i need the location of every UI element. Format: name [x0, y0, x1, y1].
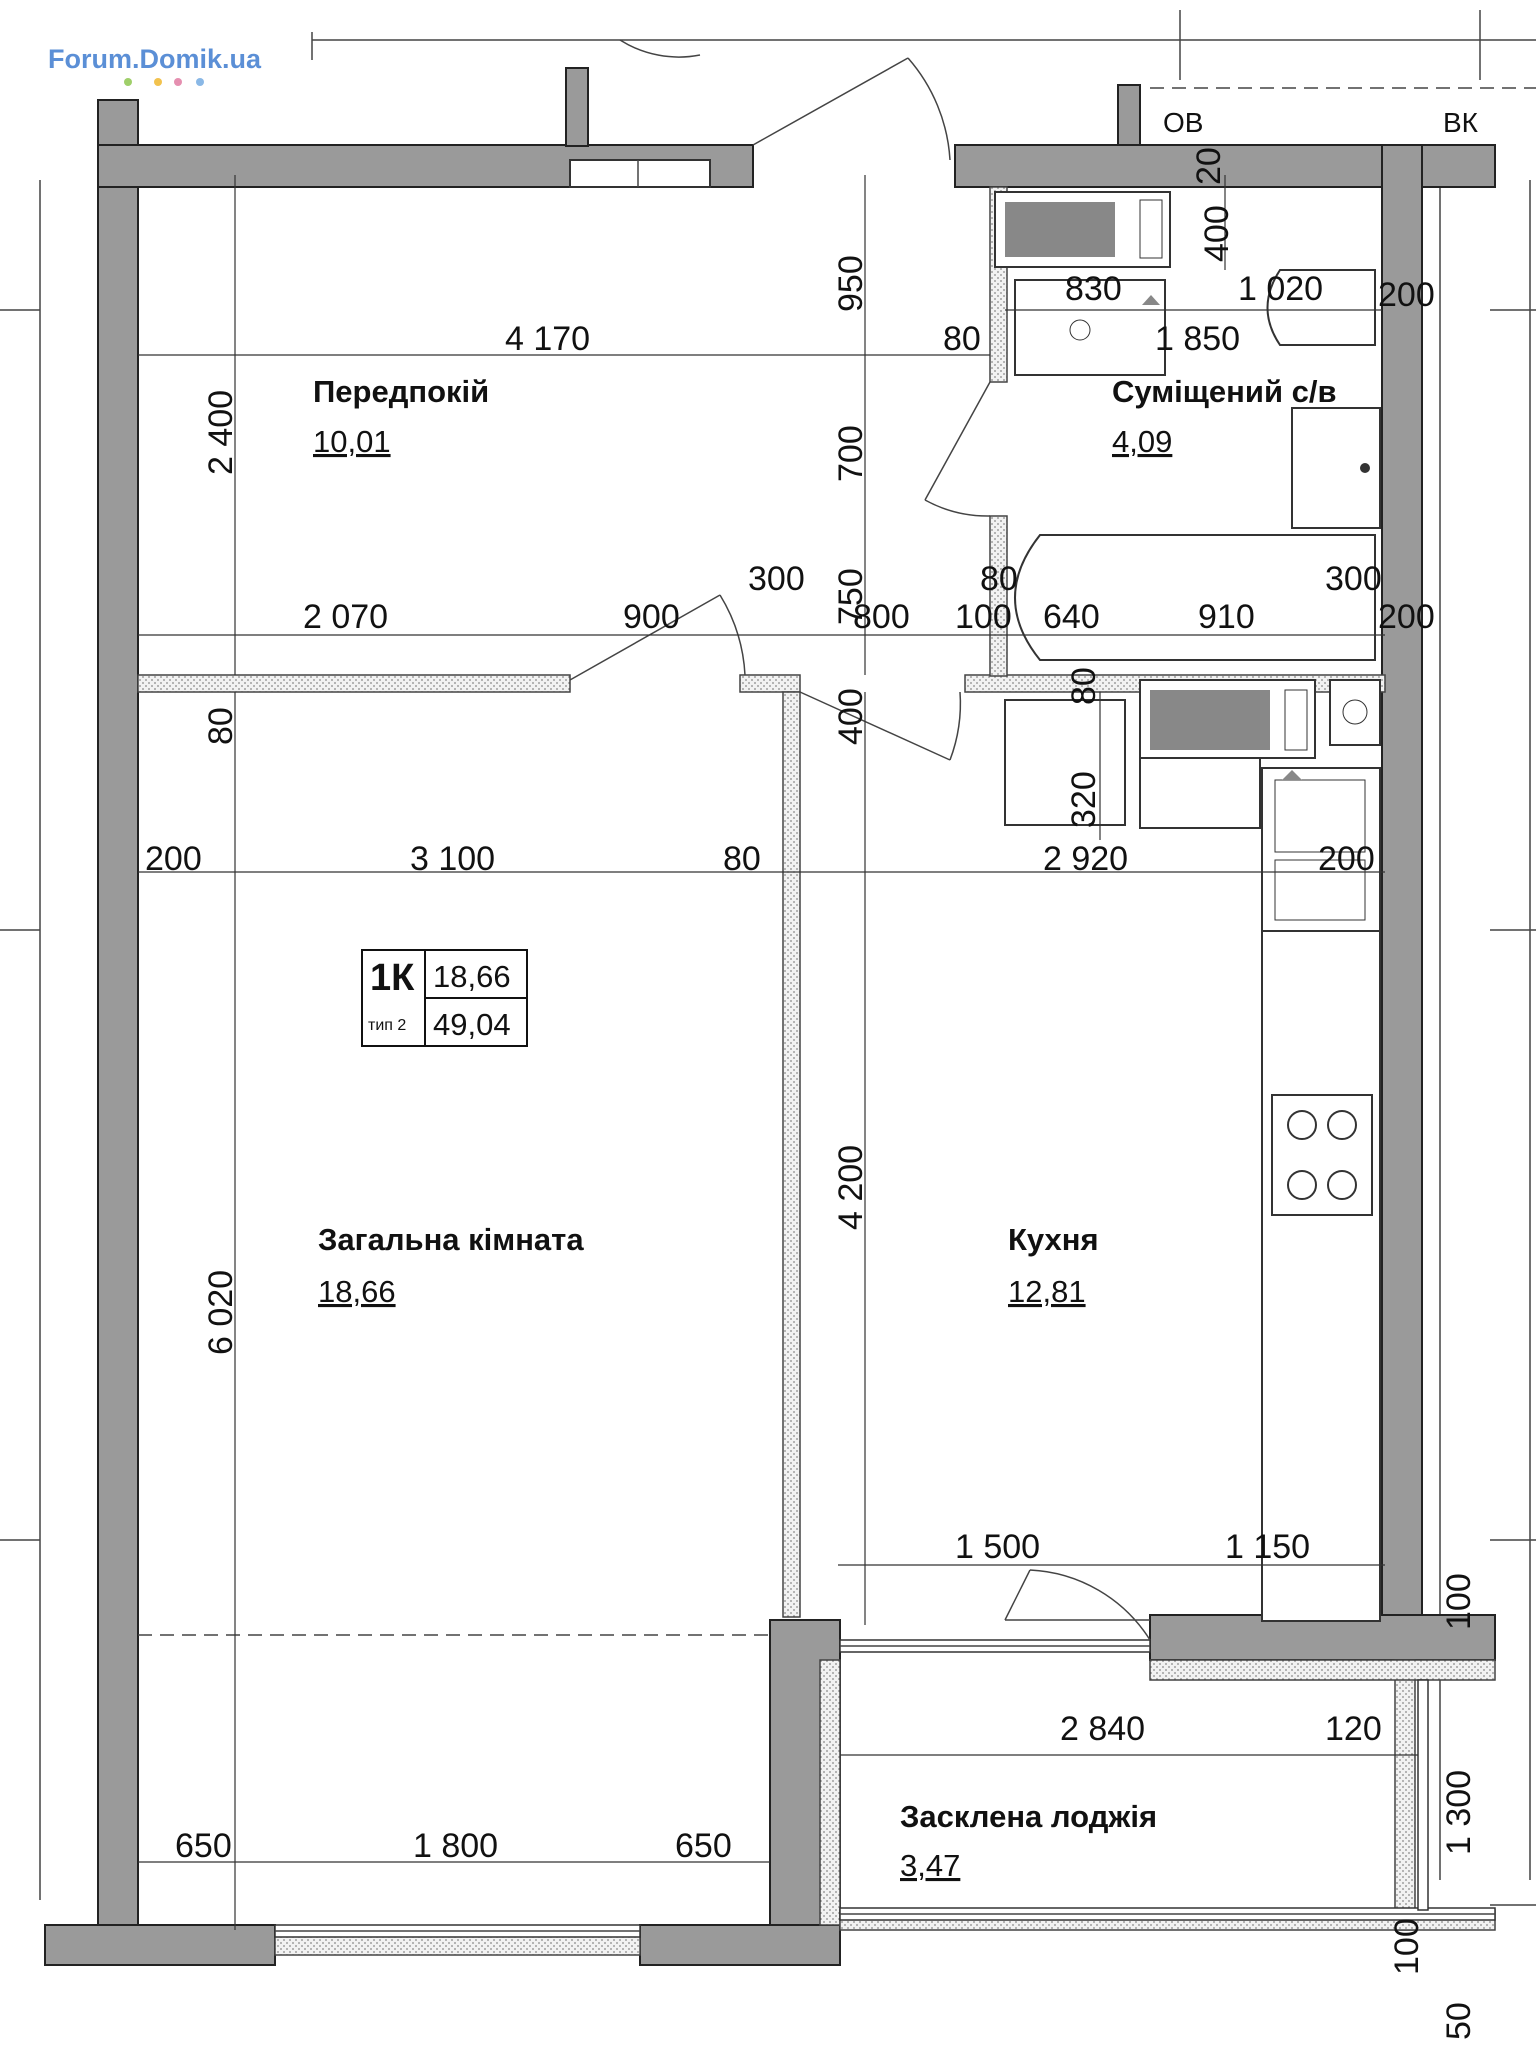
- fixtures: [994, 191, 1381, 1622]
- dim-label: 20: [1190, 147, 1228, 185]
- apt-total-area: 49,04: [433, 1007, 511, 1042]
- dim-label: 750: [832, 568, 870, 625]
- dim-label: 80: [1065, 667, 1103, 705]
- dim-label: 910: [1198, 598, 1255, 636]
- doors: [569, 39, 1151, 1641]
- watermark: Forum.Domik.ua: [48, 44, 262, 86]
- dim-label: 80: [202, 707, 240, 745]
- room-area: 10,01: [313, 424, 391, 459]
- apt-type: 1К: [370, 957, 415, 999]
- dim-label: 640: [1043, 598, 1100, 636]
- dim-label: 6 020: [202, 1270, 240, 1355]
- dim-label: 1 150: [1225, 1528, 1310, 1566]
- room-name: Передпокій: [313, 374, 489, 409]
- bathtub-icon: [1014, 534, 1376, 661]
- dim-label: 2 070: [303, 598, 388, 636]
- dim-label: 1 500: [955, 1528, 1040, 1566]
- dim-label: 1 020: [1238, 270, 1323, 308]
- dim-label: 1 800: [413, 1827, 498, 1865]
- context-lines: [0, 10, 1536, 1906]
- toilet-icon: [1266, 269, 1376, 346]
- dim-label: 80: [980, 560, 1018, 598]
- dim-label: 200: [1378, 276, 1435, 314]
- room-name: Суміщений с/в: [1112, 374, 1337, 409]
- dim-label: 700: [832, 425, 870, 482]
- dim-label: 100: [1388, 1918, 1426, 1975]
- dim-label: 80: [723, 840, 761, 878]
- dim-label: 800: [853, 598, 910, 636]
- watermark-dot-icon: [154, 78, 162, 86]
- glazing: [138, 1634, 1496, 1938]
- dim-label: 650: [175, 1827, 232, 1865]
- apt-subtype: тип 2: [368, 1017, 406, 1034]
- room-area: 12,81: [1008, 1274, 1086, 1309]
- dim-label: 830: [1065, 270, 1122, 308]
- dim-label: 100: [955, 598, 1012, 636]
- cabinet-icon: [1139, 757, 1261, 829]
- apt-living-area: 18,66: [433, 959, 511, 994]
- counter-icon: [1261, 930, 1381, 1622]
- dim-label: 900: [623, 598, 680, 636]
- dim-label: 400: [832, 688, 870, 745]
- dim-label: 4 200: [832, 1145, 870, 1230]
- dim-label: 50: [1440, 2002, 1478, 2040]
- dim-label: 1 300: [1440, 1770, 1478, 1855]
- room-kitchen: Кухня 12,81: [1008, 1222, 1099, 1309]
- stove-icon: [1271, 1094, 1373, 1216]
- room-bathroom: Суміщений с/в 4,09: [1112, 374, 1337, 459]
- room-name: Кухня: [1008, 1222, 1099, 1257]
- dimension-lines: [138, 175, 1418, 1930]
- shaft-icon: [1004, 699, 1126, 826]
- dim-label: 200: [145, 840, 202, 878]
- dim-label: 300: [748, 560, 805, 598]
- tag-ov: ОВ: [1163, 107, 1203, 138]
- dim-label: 320: [1065, 771, 1103, 828]
- room-name: Засклена лоджія: [900, 1799, 1157, 1834]
- dim-label: 3 100: [410, 840, 495, 878]
- bearing-walls: [44, 67, 1496, 1966]
- dim-label: 400: [1198, 205, 1236, 262]
- dim-label: 1 850: [1155, 320, 1240, 358]
- dim-label: 80: [943, 320, 981, 358]
- room-loggia: Засклена лоджія 3,47: [900, 1799, 1157, 1883]
- room-living: Загальна кімната 18,66: [318, 1222, 584, 1309]
- apartment-info-box: 1К тип 2 18,66 49,04: [361, 949, 528, 1047]
- dim-label: 650: [675, 1827, 732, 1865]
- watermark-dot-icon: [174, 78, 182, 86]
- dim-label: 200: [1318, 840, 1375, 878]
- room-name: Загальна кімната: [318, 1222, 584, 1257]
- dim-label: 200: [1378, 598, 1435, 636]
- watermark-text: Forum.Domik.ua: [48, 44, 262, 74]
- dim-label: 2 920: [1043, 840, 1128, 878]
- room-area: 3,47: [900, 1848, 960, 1883]
- dim-label: 100: [1440, 1573, 1478, 1630]
- room-area: 4,09: [1112, 424, 1172, 459]
- dim-label: 120: [1325, 1710, 1382, 1748]
- dim-label: 2 400: [202, 390, 240, 475]
- dim-label: 4 170: [505, 320, 590, 358]
- watermark-dot-icon: [196, 78, 204, 86]
- watermark-dot-icon: [124, 78, 132, 86]
- tag-vk: ВК: [1443, 107, 1479, 138]
- room-hallway: Передпокій 10,01: [313, 374, 489, 459]
- dim-label: 950: [832, 255, 870, 312]
- dim-label: 2 840: [1060, 1710, 1145, 1748]
- dim-label: 300: [1325, 560, 1382, 598]
- dimension-labels: 20 400 830 1 020 200 950 4 170 80 1 850 …: [145, 147, 1478, 2040]
- room-area: 18,66: [318, 1274, 396, 1309]
